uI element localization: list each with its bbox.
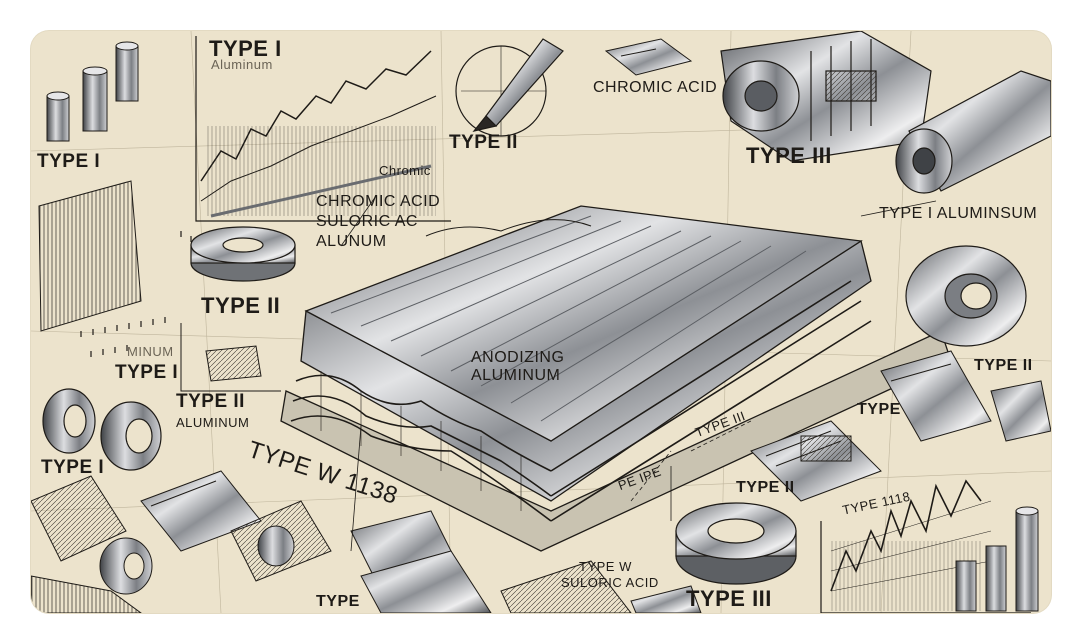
leader-lines (340, 195, 937, 552)
label-type-iii-top: TYPE III (746, 143, 832, 168)
label-type-right: TYPE (857, 401, 901, 418)
label-minum: MINUM (127, 344, 174, 359)
label-type-ii-right: TYPE II (974, 357, 1033, 374)
label-alunum: ALUNUM (316, 233, 387, 250)
ruled-panel-left (38, 180, 142, 332)
label-type-ii-bottom: TYPE II (736, 479, 795, 496)
label-suloric-ac: SULORIC AC (316, 213, 418, 230)
label-chromic-acid-mid: CHROMIC ACID (316, 193, 441, 210)
cylinders-top-left (46, 41, 139, 142)
rings-bottom-left (42, 388, 162, 471)
label-type-i-aluminsum: TYPE I ALUMINSUM (879, 205, 1038, 222)
bars-bottom-right (955, 506, 1039, 612)
label-chromic-acid-top: CHROMIC ACID (593, 79, 718, 96)
label-aluminum-left: ALUMINUM (176, 415, 250, 430)
ring-right (905, 245, 1027, 347)
label-type-ii-left: TYPE II (201, 293, 281, 318)
label-type-bottom: TYPE (316, 593, 360, 610)
label-type-i-top: TYPE I (209, 36, 282, 61)
label-type-w: TYPE W (579, 559, 632, 574)
label-suloric-acid: SULORIC ACID (561, 575, 659, 590)
machine-top-right (720, 31, 932, 162)
strips-bottom (360, 550, 702, 613)
pen-sketch (455, 38, 564, 137)
washer-left (190, 226, 296, 282)
roller-top-right (895, 70, 1051, 194)
line-chart-top-left (195, 36, 451, 222)
washer-bottom-center (675, 502, 797, 585)
label-type-iii-bottom: TYPE III (686, 586, 772, 611)
label-anodizing: ANODIZING (471, 349, 565, 366)
label-aluminum-top: Aluminum (211, 57, 273, 72)
label-type-i-bottom: TYPE I (41, 457, 105, 478)
label-type-ii-aluminum: TYPE II (176, 391, 245, 412)
illustration-canvas: TYPE I Aluminum TYPE I Chromic TYPE II C… (31, 31, 1051, 613)
plate-sketch-left (180, 323, 281, 392)
technical-drawing (31, 31, 1051, 613)
anodized-layered-block (280, 205, 952, 552)
label-type-i-left: TYPE I (37, 151, 101, 172)
mechanism-top-center (604, 38, 693, 76)
label-chromic-small: Chromic (379, 163, 431, 178)
label-type-i-mid: TYPE I (115, 362, 179, 383)
label-type-ii-top: TYPE II (449, 132, 518, 153)
label-aluminum-center: ALUMINUM (471, 367, 561, 384)
plates-right (750, 350, 1051, 502)
